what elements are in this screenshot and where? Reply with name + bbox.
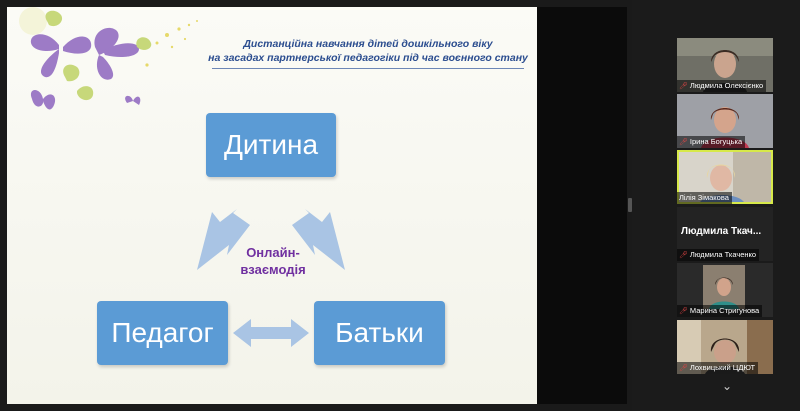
- muted-mic-icon: 🎤︎: [679, 139, 688, 146]
- participant-name-label: 🎤︎Лохвицький ЦДЮТ: [677, 362, 759, 374]
- participant-display-name: Людмила Ткач...: [681, 226, 762, 237]
- online-interaction-label: Онлайн- взаємодія: [228, 244, 318, 278]
- participant-tile[interactable]: 🎤︎Людмила Олексієнко: [677, 38, 773, 92]
- participant-name-label: 🎤︎Ірина Богуцька: [677, 136, 746, 148]
- participant-name: Марина Стригунова: [689, 306, 760, 315]
- muted-mic-icon: 🎤︎: [679, 252, 688, 259]
- online-interaction-line-1: Онлайн-: [246, 245, 300, 260]
- online-interaction-line-2: взаємодія: [240, 262, 306, 277]
- muted-mic-icon: 🎤︎: [679, 365, 688, 372]
- arrow-child-teacher: [197, 209, 250, 270]
- shared-screen-slide: Дистанційна навчання дітей дошкільного в…: [7, 7, 537, 404]
- butterflies-decoration: [19, 7, 198, 110]
- participant-name-label: Лілія Зімакова: [677, 192, 732, 204]
- slide-title-line-1: Дистанційна навчання дітей дошкільного в…: [243, 38, 493, 50]
- screen-share-margin: [537, 7, 627, 404]
- participant-name: Лохвицький ЦДЮТ: [689, 363, 756, 372]
- participant-tile[interactable]: 🎤︎Ірина Богуцька: [677, 94, 773, 148]
- participant-name: Людмила Ткаченко: [689, 250, 757, 259]
- participant-name-label: 🎤︎Марина Стригунова: [677, 305, 763, 317]
- participant-name-label: 🎤︎Людмила Олексієнко: [677, 80, 767, 92]
- participant-tile[interactable]: 🎤︎Марина Стригунова: [677, 263, 773, 317]
- panel-resize-handle[interactable]: [628, 198, 632, 212]
- participant-name: Ірина Богуцька: [689, 137, 743, 146]
- participant-tile-active-speaker[interactable]: Лілія Зімакова: [677, 150, 773, 204]
- slide-title-line-2: на засадах партнерської педагогіки під ч…: [208, 52, 528, 64]
- teacher-box: Педагог: [97, 301, 228, 365]
- participant-name: Людмила Олексієнко: [689, 81, 764, 90]
- child-box: Дитина: [206, 113, 336, 177]
- chevron-down-icon[interactable]: ⌄: [721, 379, 733, 393]
- participant-name: Лілія Зімакова: [679, 193, 729, 202]
- parents-box: Батьки: [314, 301, 445, 365]
- interaction-arrows: [197, 209, 345, 347]
- participant-tile[interactable]: 🎤︎Лохвицький ЦДЮТ: [677, 320, 773, 374]
- slide-title: Дистанційна навчання дітей дошкільного в…: [207, 37, 529, 65]
- muted-mic-icon: 🎤︎: [679, 83, 688, 90]
- participant-tile[interactable]: Людмила Ткач... 🎤︎Людмила Ткаченко: [677, 207, 773, 261]
- arrow-teacher-parents: [233, 319, 309, 347]
- title-divider: [212, 68, 524, 69]
- participant-name-label: 🎤︎Людмила Ткаченко: [677, 249, 760, 261]
- muted-mic-icon: 🎤︎: [679, 308, 688, 315]
- arrow-child-parents: [292, 209, 345, 270]
